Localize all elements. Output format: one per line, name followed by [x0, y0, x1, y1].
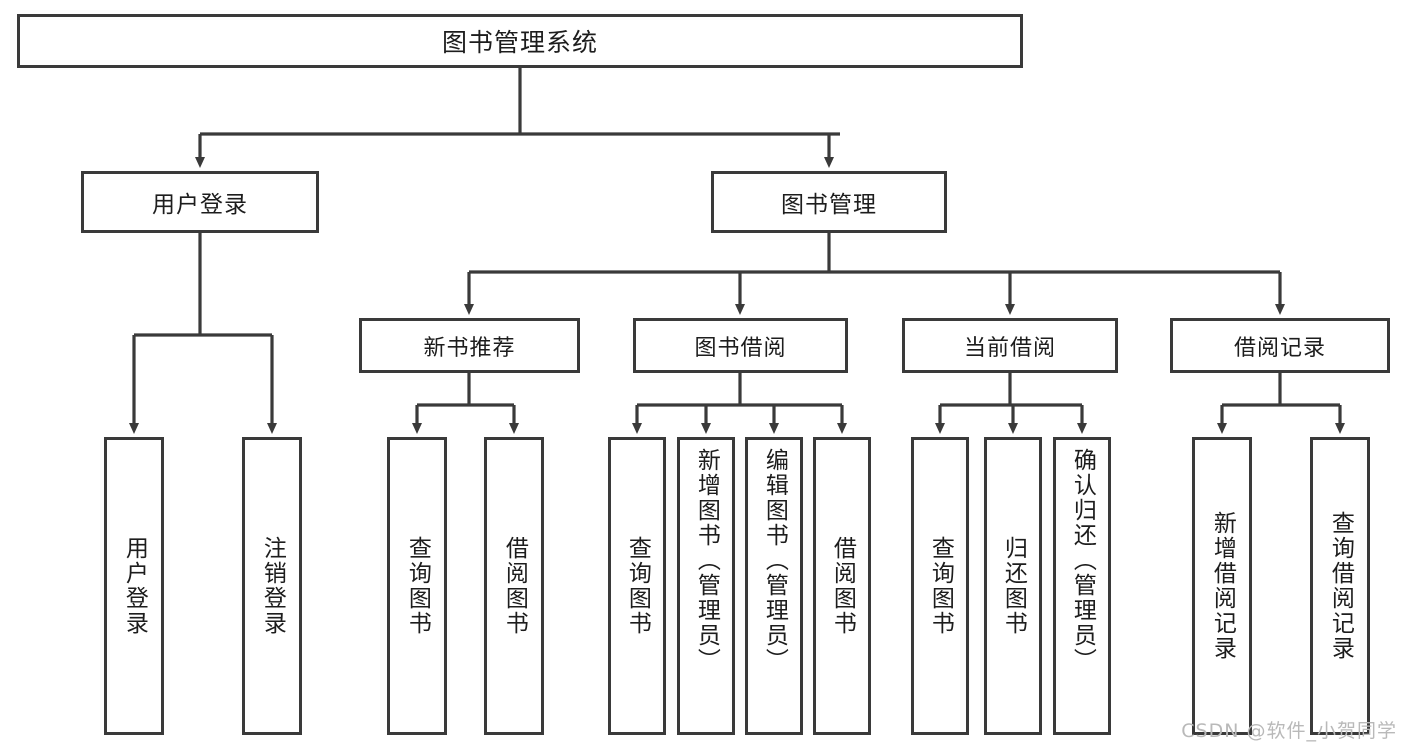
node-leaf-add-book-label: 新增图书（管理员） [693, 448, 720, 673]
node-book-borrow-label: 图书借阅 [694, 335, 787, 361]
node-leaf-query-book-1[interactable]: 查询图书 [387, 437, 447, 735]
node-new-book-recommend[interactable]: 新书推荐 [359, 318, 580, 373]
node-leaf-user-login-label: 用户登录 [121, 536, 148, 636]
node-book-manage-label: 图书管理 [781, 192, 877, 218]
node-leaf-return-book[interactable]: 归还图书 [984, 437, 1042, 735]
node-leaf-borrow-book-2-label: 借阅图书 [829, 536, 856, 636]
node-leaf-query-book-3[interactable]: 查询图书 [911, 437, 969, 735]
node-root-label: 图书管理系统 [441, 28, 598, 57]
node-leaf-query-record[interactable]: 查询借阅记录 [1310, 437, 1370, 735]
node-user-login[interactable]: 用户登录 [81, 171, 319, 233]
node-leaf-return-book-label: 归还图书 [1000, 536, 1027, 636]
node-book-manage[interactable]: 图书管理 [711, 171, 947, 233]
node-borrow-record[interactable]: 借阅记录 [1170, 318, 1390, 373]
node-leaf-borrow-book-2[interactable]: 借阅图书 [813, 437, 871, 735]
node-leaf-query-book-3-label: 查询图书 [927, 536, 954, 636]
node-new-book-recommend-label: 新书推荐 [423, 335, 516, 361]
node-leaf-query-book-1-label: 查询图书 [404, 536, 431, 636]
node-user-login-label: 用户登录 [152, 192, 248, 218]
node-leaf-query-record-label: 查询借阅记录 [1327, 511, 1354, 661]
node-leaf-add-book[interactable]: 新增图书（管理员） [677, 437, 735, 735]
node-leaf-confirm-return-label: 确认归还（管理员） [1069, 448, 1096, 673]
node-leaf-borrow-book-1-label: 借阅图书 [501, 536, 528, 636]
node-leaf-confirm-return[interactable]: 确认归还（管理员） [1053, 437, 1111, 735]
node-leaf-edit-book[interactable]: 编辑图书（管理员） [745, 437, 803, 735]
watermark-text: CSDN @软件_小贺同学 [1181, 720, 1397, 742]
node-borrow-record-label: 借阅记录 [1233, 335, 1326, 361]
node-leaf-query-book-2-label: 查询图书 [624, 536, 651, 636]
node-leaf-logout[interactable]: 注销登录 [242, 437, 302, 735]
node-current-borrow-label: 当前借阅 [963, 335, 1056, 361]
node-leaf-query-book-2[interactable]: 查询图书 [608, 437, 666, 735]
node-leaf-borrow-book-1[interactable]: 借阅图书 [484, 437, 544, 735]
node-current-borrow[interactable]: 当前借阅 [902, 318, 1118, 373]
node-leaf-user-login[interactable]: 用户登录 [104, 437, 164, 735]
node-book-borrow[interactable]: 图书借阅 [633, 318, 848, 373]
node-leaf-edit-book-label: 编辑图书（管理员） [761, 448, 788, 673]
node-leaf-add-record[interactable]: 新增借阅记录 [1192, 437, 1252, 735]
node-root[interactable]: 图书管理系统 [17, 14, 1023, 68]
node-leaf-add-record-label: 新增借阅记录 [1209, 511, 1236, 661]
node-leaf-logout-label: 注销登录 [259, 536, 286, 636]
